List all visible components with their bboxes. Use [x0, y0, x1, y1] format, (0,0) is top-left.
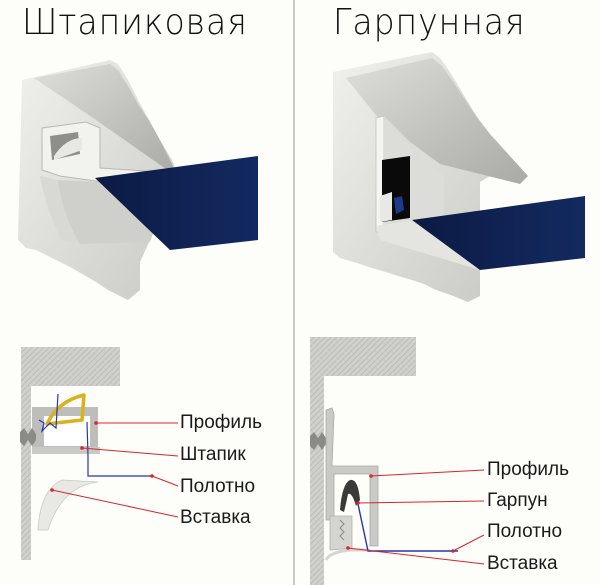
title-shtapik-system: Штапиковая	[22, 2, 248, 43]
label-insert-left: Вставка	[180, 507, 251, 528]
label-harpoon: Гарпун	[487, 490, 548, 511]
shtapik-cross-section	[20, 347, 179, 560]
label-shtapik: Штапик	[180, 444, 246, 465]
shtapik-3d-render	[18, 60, 258, 300]
label-insert-right: Вставка	[487, 553, 558, 574]
label-canvas-right: Полотно	[487, 521, 563, 542]
label-profile-left: Профиль	[180, 412, 263, 433]
harpoon-3d-render	[333, 52, 585, 302]
panel-divider	[293, 0, 295, 585]
label-canvas-left: Полотно	[180, 476, 256, 497]
harpoon-cross-section	[310, 337, 485, 585]
label-profile-right: Профиль	[487, 459, 570, 480]
title-harpoon-system: Гарпунная	[333, 2, 526, 43]
